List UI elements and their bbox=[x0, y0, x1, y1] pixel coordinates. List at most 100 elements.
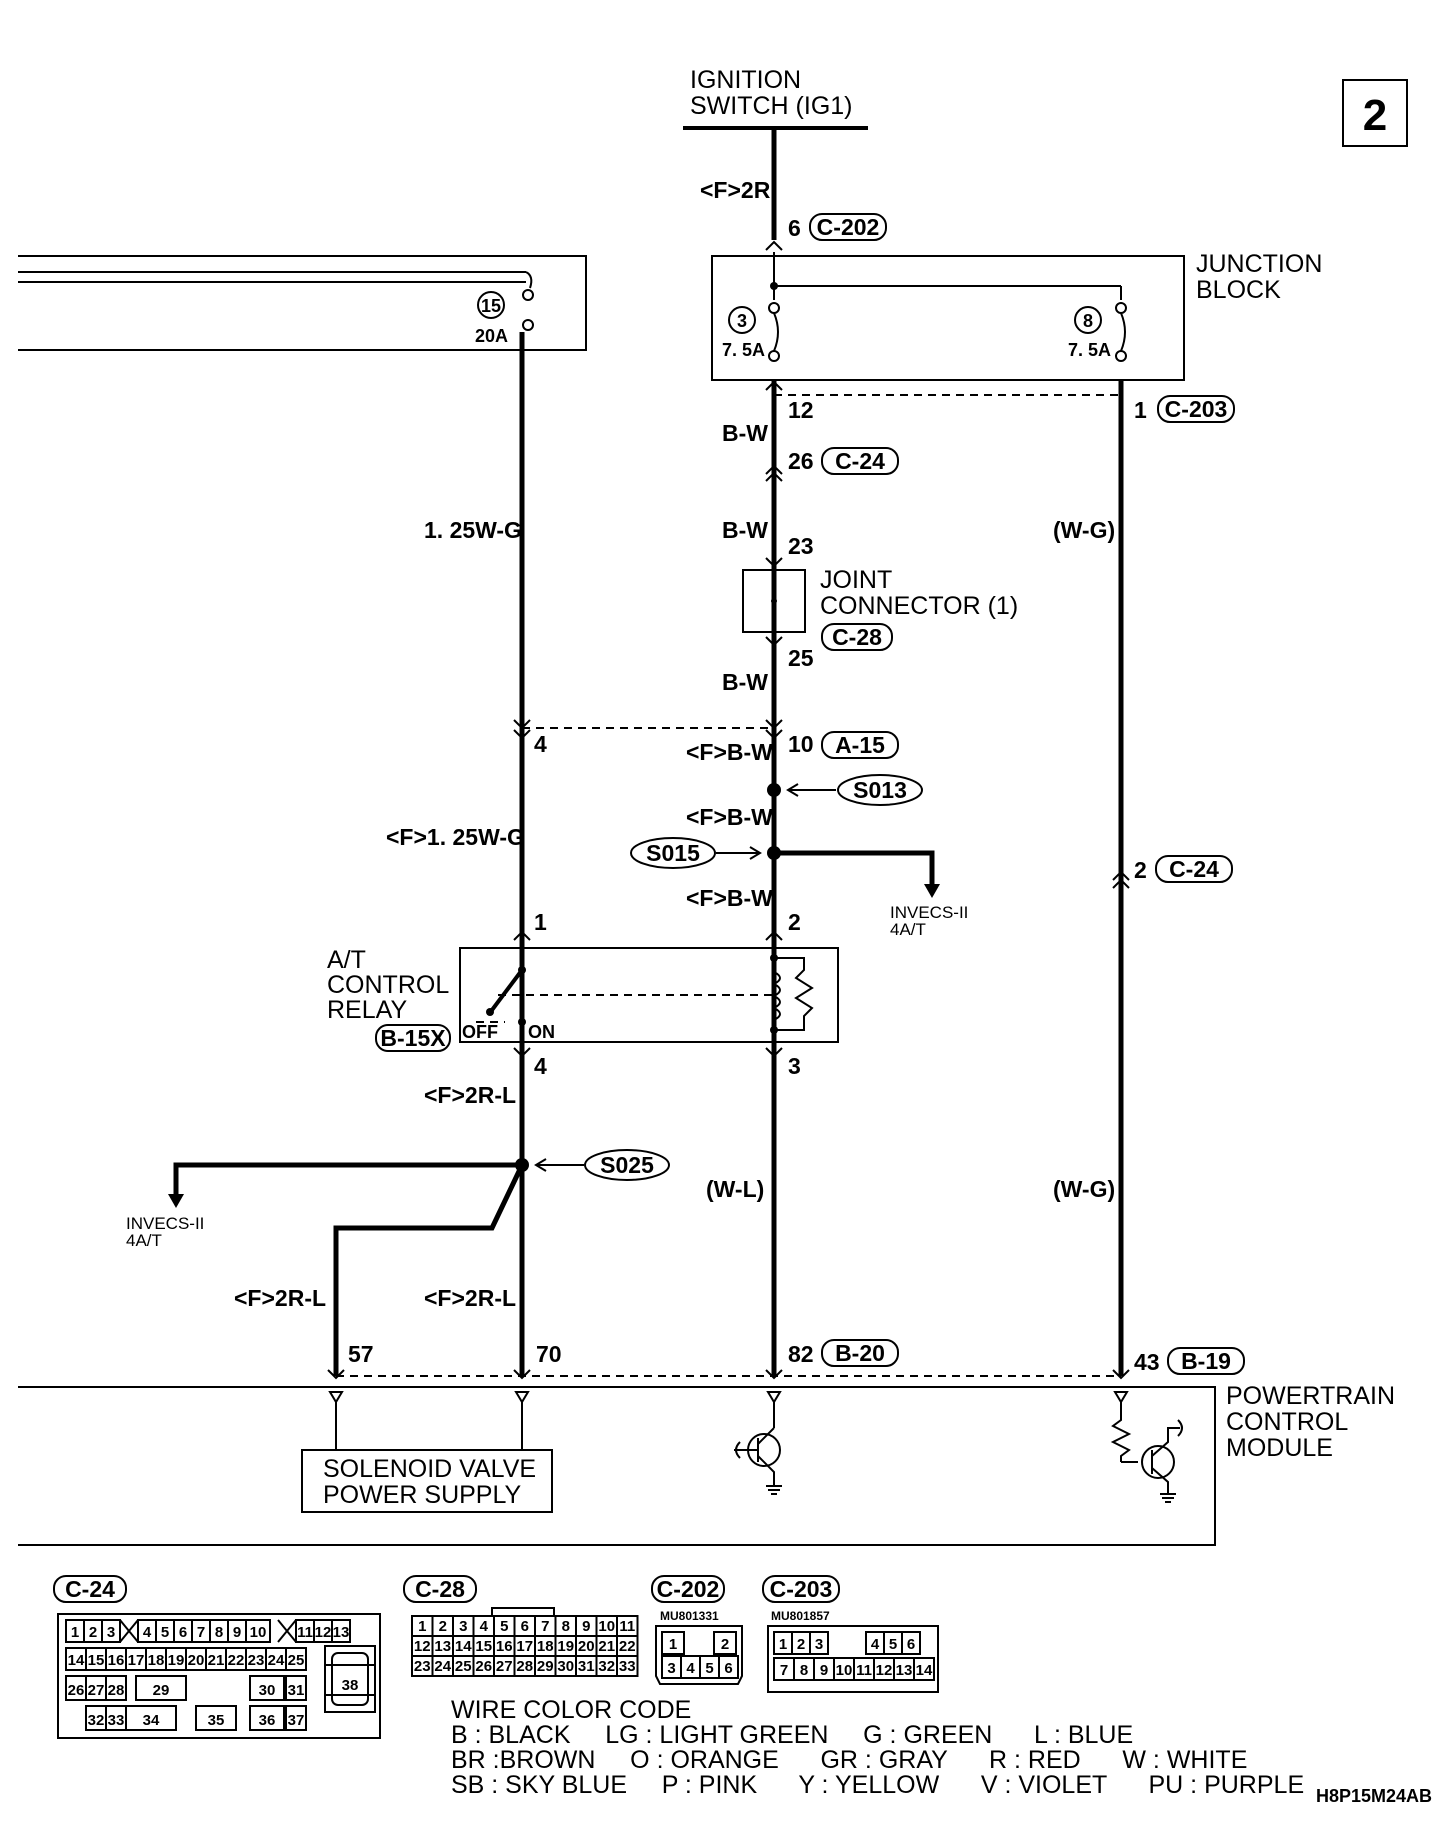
wire-bw-label-2: B-W bbox=[722, 517, 768, 543]
relay-pin-4: 4 bbox=[534, 1053, 547, 1079]
figure-id: H8P15M24AB bbox=[1316, 1786, 1432, 1806]
connector-pin-label: 4 bbox=[480, 1618, 489, 1635]
connector-cell bbox=[331, 1619, 351, 1643]
connector-pin-label: 9 bbox=[820, 1662, 828, 1679]
wire-f2rl-label-c: <F>2R-L bbox=[424, 1285, 516, 1311]
connector-pin-label: 16 bbox=[496, 1638, 513, 1655]
wire-invecs-a bbox=[774, 850, 935, 886]
relay-connector-tag bbox=[375, 1024, 451, 1052]
connector-pin-label: 23 bbox=[248, 1652, 265, 1669]
connector-pin-label: 6 bbox=[179, 1624, 187, 1641]
pcm-label-1: POWERTRAIN bbox=[1226, 1382, 1395, 1410]
connector-pin-label: 5 bbox=[889, 1636, 897, 1653]
ignition-pin: 6 bbox=[788, 215, 801, 241]
transistor-82-legs bbox=[757, 1427, 775, 1486]
pin-82: 82 bbox=[788, 1341, 814, 1367]
transistor-82-input bbox=[734, 1441, 758, 1459]
connector-pin-label: 15 bbox=[475, 1638, 492, 1655]
chevron bbox=[765, 471, 783, 482]
splice-s013-tag bbox=[837, 774, 923, 806]
connector-pin-label: 28 bbox=[108, 1682, 125, 1699]
splice-s025-tag bbox=[584, 1149, 670, 1181]
chevron bbox=[513, 1047, 531, 1058]
connector-pin-label: 8 bbox=[215, 1624, 223, 1641]
relay-resistor bbox=[774, 957, 814, 1031]
pin-26: 26 bbox=[788, 448, 814, 474]
connector-pin-label: 7 bbox=[780, 1662, 788, 1679]
connector-cell bbox=[616, 1655, 639, 1677]
connector-pin-label: 21 bbox=[598, 1638, 615, 1655]
connector-a15-tag bbox=[821, 731, 899, 759]
svg-text:C-203: C-203 bbox=[770, 1576, 833, 1602]
connector-c24-label-a: C-24 bbox=[835, 448, 885, 474]
connector-pin-label: 7 bbox=[197, 1624, 205, 1641]
pcm-box bbox=[18, 1386, 1216, 1546]
wire-f2rl-label-b: <F>2R-L bbox=[234, 1285, 326, 1311]
pin-1-c203: 1 bbox=[1134, 397, 1147, 423]
connector-pin-label: 12 bbox=[315, 1624, 332, 1641]
joint-connector-label-b: CONNECTOR (1) bbox=[820, 592, 1018, 620]
connector-pin-label: 13 bbox=[434, 1638, 451, 1655]
fuse8-number: 8 bbox=[1083, 311, 1093, 331]
relay-coil bbox=[771, 971, 781, 1021]
chevron bbox=[513, 1369, 531, 1380]
connector-pin-label: 12 bbox=[876, 1662, 893, 1679]
junction-block-label-2: BLOCK bbox=[1196, 276, 1281, 304]
transistor-43-legs bbox=[1151, 1419, 1183, 1494]
connector-pin-label: 27 bbox=[496, 1658, 513, 1675]
chevron bbox=[765, 930, 783, 941]
connector-cell bbox=[285, 1675, 307, 1701]
pin-4-top: 4 bbox=[534, 731, 547, 757]
connector-cell bbox=[101, 1619, 121, 1643]
pcm-label-2: CONTROL bbox=[1226, 1408, 1348, 1436]
ground-43 bbox=[1160, 1493, 1176, 1503]
connector-pin-label: 2 bbox=[439, 1618, 447, 1635]
connector-pin-label: 6 bbox=[724, 1660, 732, 1677]
joint-connector-label-a: JOINT bbox=[820, 566, 892, 594]
invecs-b-arrow bbox=[168, 1194, 184, 1208]
connector-pin-label: 4 bbox=[143, 1624, 152, 1641]
fuse15-top bbox=[525, 271, 533, 289]
connector-pin-label: 19 bbox=[557, 1638, 574, 1655]
svg-text:C-202: C-202 bbox=[657, 1576, 720, 1602]
connector-pin-label: 3 bbox=[107, 1624, 115, 1641]
svg-text:C-28: C-28 bbox=[415, 1576, 465, 1602]
connector-pin-label: 2 bbox=[89, 1624, 97, 1641]
splice-s015-label: S015 bbox=[646, 840, 700, 866]
transistor-43 bbox=[1141, 1445, 1175, 1479]
connector-pin-label: 1 bbox=[418, 1618, 426, 1635]
wire-f2rl-label-a: <F>2R-L bbox=[424, 1082, 516, 1108]
chevron bbox=[765, 380, 783, 391]
wire-fbw-label-3: <F>B-W bbox=[686, 885, 773, 911]
connector-cell bbox=[245, 1619, 271, 1643]
pin-43: 43 bbox=[1134, 1349, 1160, 1375]
connector-pin-label: 19 bbox=[168, 1652, 185, 1669]
connector-pin-label: 38 bbox=[342, 1677, 359, 1694]
relay-on-contact bbox=[518, 1018, 526, 1026]
connector-pin-label: 11 bbox=[297, 1624, 313, 1641]
relay-connector-label: B-15X bbox=[380, 1025, 446, 1051]
connector-pin-label: 2 bbox=[721, 1636, 729, 1653]
connector-c202-tag bbox=[809, 213, 887, 241]
chevron bbox=[1112, 870, 1130, 881]
solenoid-label-1: SOLENOID VALVE bbox=[323, 1455, 536, 1483]
connector-pin-label: 4 bbox=[871, 1636, 880, 1653]
fuse8-element bbox=[1120, 312, 1126, 352]
connector-c28-tag bbox=[821, 623, 893, 651]
connector-cell bbox=[125, 1705, 177, 1731]
connector-pin-label: 20 bbox=[578, 1638, 595, 1655]
pin-23: 23 bbox=[788, 533, 814, 559]
connector-pin-label: 15 bbox=[88, 1652, 105, 1669]
relay-switch-arm bbox=[490, 968, 524, 1012]
chevron bbox=[513, 729, 531, 740]
pin-1-relay: 1 bbox=[534, 909, 547, 935]
connector-pin-label: 25 bbox=[455, 1658, 472, 1675]
junction-block bbox=[711, 255, 1185, 381]
connector-pin-label: 22 bbox=[228, 1652, 245, 1669]
ignition-label-2: SWITCH (IG1) bbox=[690, 92, 853, 120]
wire-wl-label: (W-L) bbox=[706, 1176, 764, 1202]
connector-c24-tag-a bbox=[821, 447, 899, 475]
